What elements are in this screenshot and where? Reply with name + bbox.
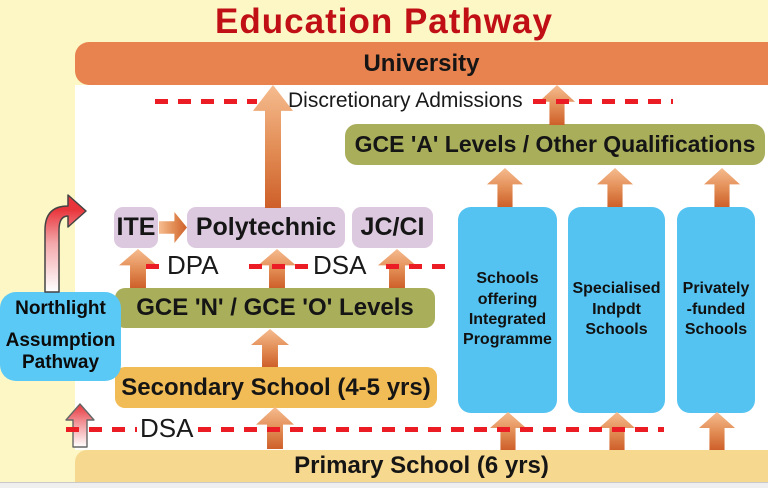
discretionary-admissions-label: Discretionary Admissions: [288, 89, 523, 112]
blue-box-line: Integrated: [468, 311, 547, 328]
dpa-label: DPA: [167, 250, 219, 280]
university-bar: University: [75, 42, 768, 85]
northlight-assumption-pathway-box: Northlight Assumption Pathway: [0, 292, 121, 381]
blue-box-line: offering: [477, 290, 538, 308]
privately-funded-schools-box: Privately -funded Schools: [677, 207, 755, 413]
dpa-dsa-dashed-line: [249, 264, 310, 269]
dsa-mid-label: DSA: [313, 250, 367, 280]
northlight-label: Northlight: [15, 297, 106, 319]
page-title: Education Pathway: [215, 2, 553, 41]
assumption-label: Assumption: [5, 329, 116, 351]
dsa-entry-arrow-icon: [65, 403, 95, 448]
secondary-school-bar: Secondary School (4-5 yrs): [115, 367, 437, 408]
blue-box-line: Schools: [476, 270, 539, 288]
blue-box-line: -funded: [686, 300, 746, 318]
blue-box-line: Schools: [684, 321, 748, 339]
gce-a-levels-bar: GCE 'A' Levels / Other Qualifications: [345, 124, 765, 165]
primary-school-bar: Primary School (6 yrs): [75, 450, 768, 482]
dpa-dsa-dashed-line: [146, 264, 163, 269]
polytechnic-box: Polytechnic: [187, 207, 345, 248]
dpa-dsa-dashed-line: [386, 264, 450, 269]
jc-ci-box: JC/CI: [352, 207, 433, 248]
pathway-label: Pathway: [21, 352, 100, 374]
curved-entry-arrow-icon: [44, 194, 87, 293]
blue-box-line: Privately: [682, 280, 750, 298]
gce-n-o-levels-bar: GCE 'N' / GCE 'O' Levels: [115, 288, 435, 328]
dsa-dashed-line: [198, 427, 664, 432]
blue-box-line: Indpdt: [592, 300, 641, 318]
dsa-bottom-label: DSA: [140, 413, 194, 443]
specialised-independent-schools-box: Specialised Indpdt Schools: [568, 207, 665, 413]
dsa-dashed-line: [66, 427, 137, 432]
ite-box: ITE: [114, 207, 158, 248]
integrated-programme-schools-box: Schools offering Integrated Programme: [458, 207, 557, 413]
bottom-strip: [0, 482, 768, 488]
discretionary-admissions-dashed-line: [155, 99, 257, 104]
blue-box-line: Specialised: [572, 280, 661, 298]
discretionary-admissions-dashed-line: [533, 99, 673, 104]
blue-box-line: Programme: [463, 331, 552, 349]
blue-box-line: Schools: [585, 321, 648, 339]
